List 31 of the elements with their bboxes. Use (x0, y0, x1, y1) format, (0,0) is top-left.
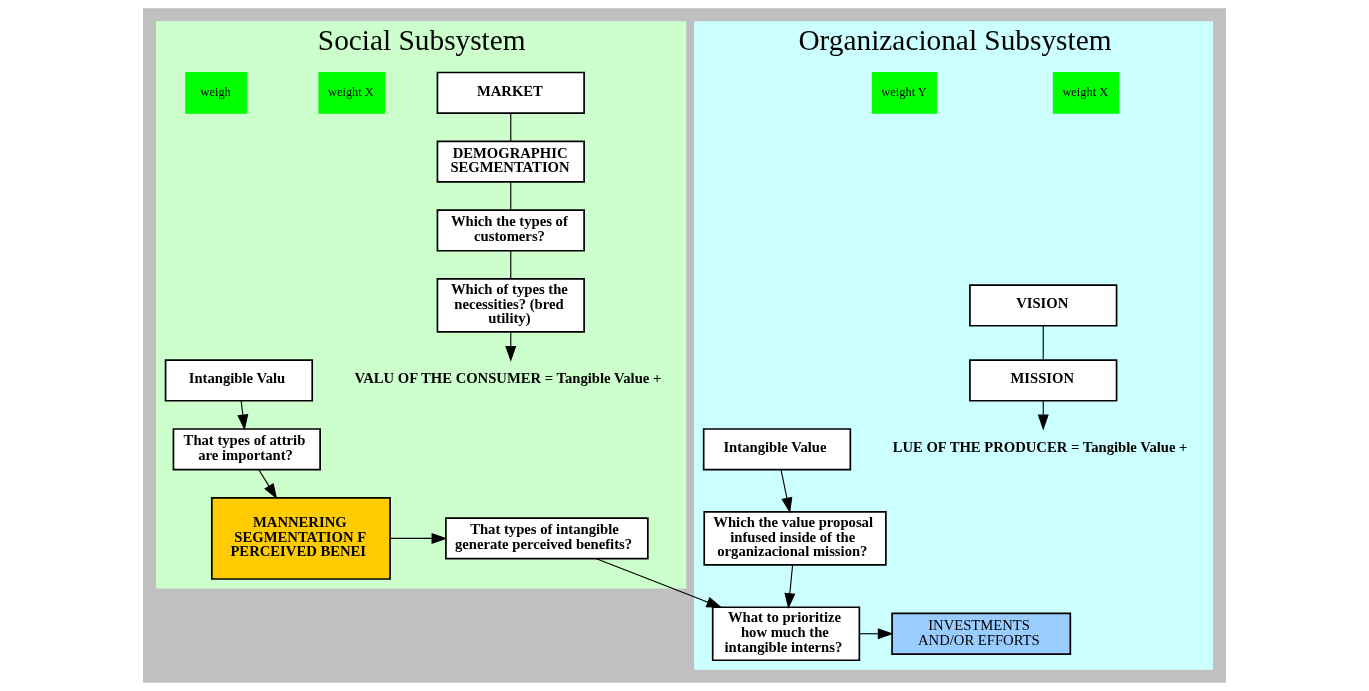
node-box: weight X (318, 71, 385, 114)
arrow (258, 469, 278, 500)
arrow (780, 469, 793, 514)
node-box: That types of attrib are important? (172, 428, 321, 471)
node-box: MISSION (969, 359, 1118, 402)
connector (510, 181, 512, 211)
connector (510, 112, 512, 142)
node-box: VISION (969, 284, 1118, 327)
node-box: INVESTMENTS AND/OR EFFORTS (891, 612, 1072, 655)
node-box: That types of intangible generate perceived benefits? (445, 517, 649, 560)
node-box: Which the value proposal infused inside of the organizacional mission? (703, 511, 887, 566)
node-text: VALU OF THE CONSUMER = Tangible Value + (354, 370, 662, 387)
node-box: DEMOGRAPHIC SEGMENTATION (436, 140, 585, 183)
node-box: weight Y (871, 71, 938, 114)
node-box: Which of types the necessities? (bred utility) (436, 278, 585, 333)
node-box: Intangible Value (702, 428, 852, 471)
node-box: What to prioritize how much the intangible interns? (711, 606, 861, 662)
node-box: weigh (185, 71, 248, 114)
connector (1042, 325, 1044, 361)
node-box: weight X (1052, 71, 1120, 114)
arrow (784, 564, 796, 609)
arrow (595, 558, 723, 608)
connector (510, 250, 512, 280)
node-box: MARKET (436, 71, 585, 114)
arrow (389, 532, 448, 544)
arrow (237, 400, 249, 431)
node-box: Which the types of customers? (436, 209, 585, 252)
node-box: MANNERING SEGMENTATION F PERCEIVED BENEI (210, 496, 391, 580)
node-text: LUE OF THE PRODUCER = Tangible Value + (892, 438, 1188, 455)
arrow (859, 628, 894, 640)
node-box: Intangible Valu (164, 359, 314, 402)
